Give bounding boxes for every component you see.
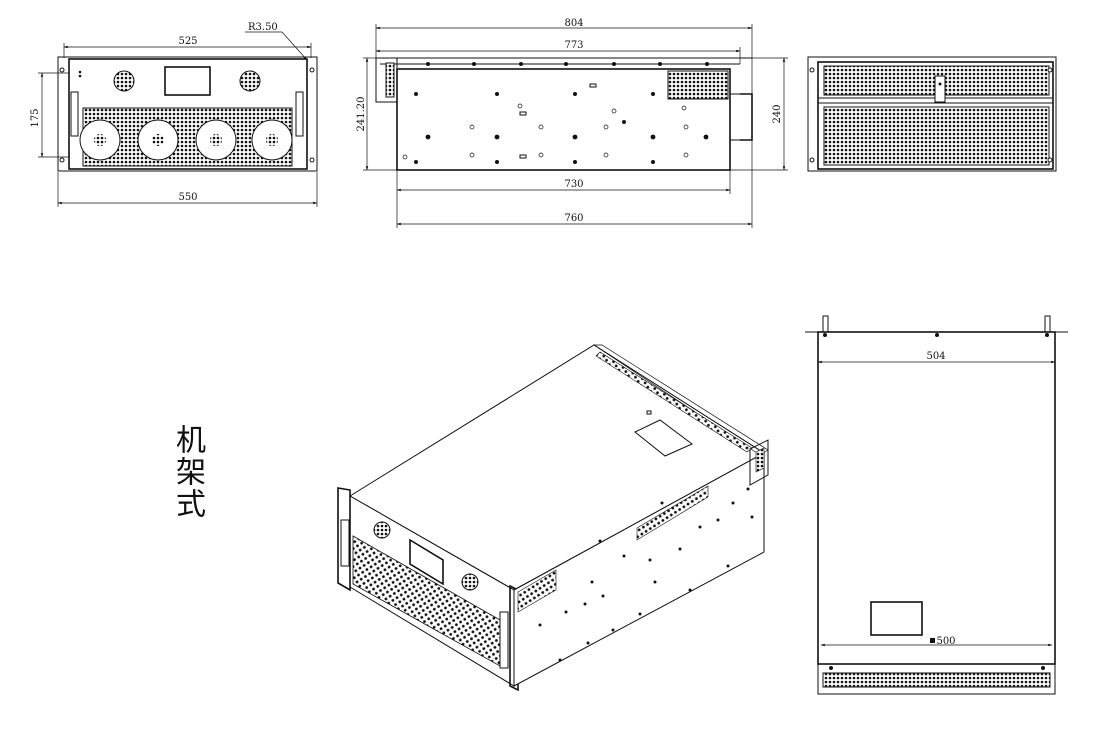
mounting-holes xyxy=(402,62,709,164)
front-view: 525 550 175 R3.50 xyxy=(30,22,318,207)
top-view: 504 500 xyxy=(805,315,1068,695)
rear-view xyxy=(807,56,1057,172)
side-holes xyxy=(538,487,754,662)
dim-bottom-width: 500 xyxy=(936,636,955,647)
fan-icon xyxy=(79,119,293,161)
dim-side-height-right: 240 xyxy=(772,104,783,123)
dim-front-radius: R3.50 xyxy=(248,22,278,33)
view-title-label: 机架式 xyxy=(170,424,205,520)
dim-side-length-total: 804 xyxy=(564,18,583,29)
dim-side-length-chassis: 730 xyxy=(564,179,583,190)
dim-side-length-body: 773 xyxy=(564,40,583,51)
isometric-view xyxy=(337,344,769,692)
dim-top-width: 504 xyxy=(926,351,945,362)
side-view: 804 773 730 760 241.20 240 xyxy=(356,18,788,228)
dim-front-width-inner: 525 xyxy=(178,36,197,47)
dim-front-height: 175 xyxy=(30,108,41,127)
dim-front-width-outer: 550 xyxy=(178,192,197,203)
dim-side-length-handle: 760 xyxy=(564,213,583,224)
dim-side-height-left: 241.20 xyxy=(356,97,367,132)
